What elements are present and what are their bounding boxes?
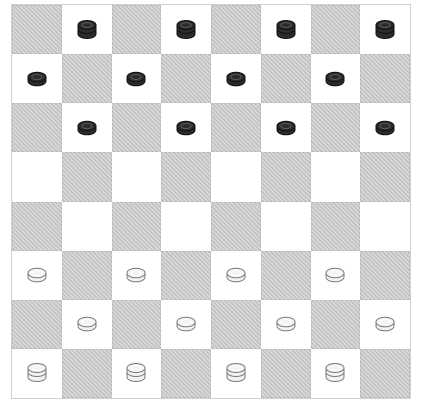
board-square-r5-c4[interactable]	[161, 202, 211, 251]
black-checker-icon[interactable]	[373, 116, 397, 140]
board-square-r6-c6[interactable]	[261, 251, 311, 300]
board-square-r8-c7[interactable]	[311, 349, 361, 398]
black-stacked-checker-icon[interactable]	[75, 18, 99, 42]
board-square-r3-c6[interactable]	[261, 103, 311, 152]
board-square-r2-c7[interactable]	[311, 54, 361, 103]
board-square-r8-c4[interactable]	[161, 349, 211, 398]
black-checker-icon[interactable]	[274, 116, 298, 140]
black-checker-icon[interactable]	[75, 116, 99, 140]
white-checker-icon[interactable]	[274, 312, 298, 336]
board-square-r8-c3[interactable]	[112, 349, 162, 398]
white-checker-icon[interactable]	[75, 312, 99, 336]
black-checker-icon[interactable]	[25, 67, 49, 91]
board-square-r1-c2[interactable]	[62, 5, 112, 54]
white-stacked-checker-icon[interactable]	[25, 361, 49, 385]
board-square-r5-c8[interactable]	[360, 202, 410, 251]
black-stacked-checker-icon[interactable]	[174, 18, 198, 42]
board-square-r6-c8[interactable]	[360, 251, 410, 300]
board-square-r8-c1[interactable]	[12, 349, 62, 398]
board-square-r8-c2[interactable]	[62, 349, 112, 398]
board-square-r4-c6[interactable]	[261, 152, 311, 201]
board-square-r6-c5[interactable]	[211, 251, 261, 300]
board-square-r5-c5[interactable]	[211, 202, 261, 251]
board-square-r7-c4[interactable]	[161, 300, 211, 349]
board-square-r4-c7[interactable]	[311, 152, 361, 201]
black-stacked-checker-icon[interactable]	[373, 18, 397, 42]
board-square-r2-c6[interactable]	[261, 54, 311, 103]
white-checker-icon[interactable]	[174, 312, 198, 336]
board-square-r6-c7[interactable]	[311, 251, 361, 300]
white-checker-icon[interactable]	[124, 263, 148, 287]
board-square-r6-c4[interactable]	[161, 251, 211, 300]
board-square-r3-c1[interactable]	[12, 103, 62, 152]
board-square-r7-c7[interactable]	[311, 300, 361, 349]
board-square-r4-c3[interactable]	[112, 152, 162, 201]
white-stacked-checker-icon[interactable]	[124, 361, 148, 385]
board-square-r4-c1[interactable]	[12, 152, 62, 201]
black-checker-icon[interactable]	[174, 116, 198, 140]
board-square-r8-c5[interactable]	[211, 349, 261, 398]
white-stacked-checker-icon[interactable]	[224, 361, 248, 385]
white-checker-icon[interactable]	[323, 263, 347, 287]
black-checker-icon[interactable]	[224, 67, 248, 91]
black-stacked-checker-icon[interactable]	[274, 18, 298, 42]
white-stacked-checker-icon[interactable]	[323, 361, 347, 385]
board-square-r2-c2[interactable]	[62, 54, 112, 103]
board-square-r6-c2[interactable]	[62, 251, 112, 300]
board-square-r1-c1[interactable]	[12, 5, 62, 54]
board-square-r1-c4[interactable]	[161, 5, 211, 54]
board-square-r3-c4[interactable]	[161, 103, 211, 152]
board-square-r5-c6[interactable]	[261, 202, 311, 251]
board-square-r7-c3[interactable]	[112, 300, 162, 349]
board-square-r3-c2[interactable]	[62, 103, 112, 152]
board-square-r4-c2[interactable]	[62, 152, 112, 201]
board-square-r2-c4[interactable]	[161, 54, 211, 103]
board-square-r2-c8[interactable]	[360, 54, 410, 103]
board-square-r5-c1[interactable]	[12, 202, 62, 251]
board-square-r1-c5[interactable]	[211, 5, 261, 54]
board-square-r5-c7[interactable]	[311, 202, 361, 251]
board-square-r5-c3[interactable]	[112, 202, 162, 251]
black-checker-icon[interactable]	[124, 67, 148, 91]
board-square-r6-c1[interactable]	[12, 251, 62, 300]
board-square-r8-c8[interactable]	[360, 349, 410, 398]
board-square-r1-c6[interactable]	[261, 5, 311, 54]
board-square-r6-c3[interactable]	[112, 251, 162, 300]
board-square-r7-c8[interactable]	[360, 300, 410, 349]
board-square-r3-c3[interactable]	[112, 103, 162, 152]
board-square-r7-c6[interactable]	[261, 300, 311, 349]
board-square-r3-c5[interactable]	[211, 103, 261, 152]
board-square-r4-c4[interactable]	[161, 152, 211, 201]
board-square-r2-c5[interactable]	[211, 54, 261, 103]
white-checker-icon[interactable]	[224, 263, 248, 287]
black-checker-icon[interactable]	[323, 67, 347, 91]
checkerboard	[11, 4, 411, 399]
board-square-r3-c8[interactable]	[360, 103, 410, 152]
board-square-r1-c7[interactable]	[311, 5, 361, 54]
board-square-r4-c8[interactable]	[360, 152, 410, 201]
board-square-r2-c1[interactable]	[12, 54, 62, 103]
board-square-r3-c7[interactable]	[311, 103, 361, 152]
board-square-r2-c3[interactable]	[112, 54, 162, 103]
board-square-r1-c8[interactable]	[360, 5, 410, 54]
board-square-r1-c3[interactable]	[112, 5, 162, 54]
board-square-r5-c2[interactable]	[62, 202, 112, 251]
board-square-r7-c5[interactable]	[211, 300, 261, 349]
white-checker-icon[interactable]	[25, 263, 49, 287]
white-checker-icon[interactable]	[373, 312, 397, 336]
board-square-r7-c2[interactable]	[62, 300, 112, 349]
board-square-r8-c6[interactable]	[261, 349, 311, 398]
board-square-r4-c5[interactable]	[211, 152, 261, 201]
board-square-r7-c1[interactable]	[12, 300, 62, 349]
